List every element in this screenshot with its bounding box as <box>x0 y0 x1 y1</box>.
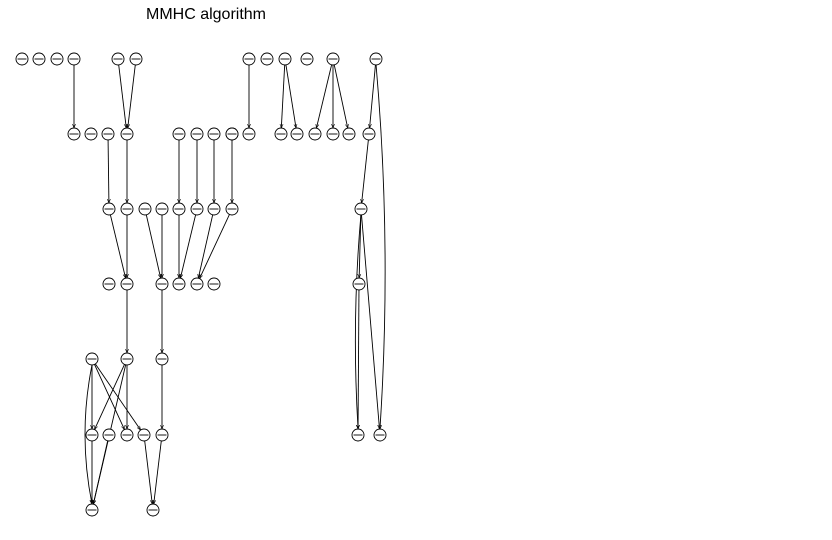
node-c4 <box>155 202 169 216</box>
node-a8 <box>260 52 274 66</box>
node-c1 <box>102 202 116 216</box>
edge-e4-f7 <box>361 214 380 429</box>
node-b14 <box>326 127 340 141</box>
node-g2 <box>146 503 160 517</box>
node-d3 <box>155 277 169 291</box>
node-f6 <box>351 428 365 442</box>
node-layer <box>15 52 387 517</box>
node-c3 <box>138 202 152 216</box>
node-a1 <box>15 52 29 66</box>
node-b1 <box>67 127 81 141</box>
node-f2 <box>102 428 116 442</box>
node-c8 <box>225 202 239 216</box>
node-a12 <box>369 52 383 66</box>
node-b5 <box>172 127 186 141</box>
node-c2 <box>120 202 134 216</box>
edge-c6-d4 <box>180 214 197 278</box>
edge-b3-c1 <box>108 139 109 203</box>
node-b12 <box>290 127 304 141</box>
node-a4 <box>67 52 81 66</box>
node-d5 <box>190 277 204 291</box>
node-c6 <box>190 202 204 216</box>
chart-title: MMHC algorithm <box>145 6 266 23</box>
edge-e2-f1 <box>94 364 125 429</box>
node-a7 <box>242 52 256 66</box>
edge-f5-g2 <box>154 440 162 504</box>
node-b3 <box>101 127 115 141</box>
node-e3 <box>155 352 169 366</box>
edge-c3-d3 <box>145 214 160 278</box>
edge-c8-d5 <box>199 214 230 278</box>
edge-e4-e5 <box>359 214 362 278</box>
node-b13 <box>308 127 322 141</box>
node-d4 <box>172 277 186 291</box>
node-d2 <box>120 277 134 291</box>
node-b6 <box>190 127 204 141</box>
node-e1 <box>85 352 99 366</box>
node-b7 <box>207 127 221 141</box>
node-c7 <box>207 202 221 216</box>
edge-a12-f7 <box>375 64 386 429</box>
node-f1 <box>85 428 99 442</box>
node-g1 <box>85 503 99 517</box>
edge-a9-b11 <box>281 64 286 128</box>
edge-b16-e4 <box>362 139 369 203</box>
node-d1 <box>102 277 116 291</box>
node-f4 <box>137 428 151 442</box>
edge-a11-b13 <box>316 64 333 128</box>
node-b4 <box>120 127 134 141</box>
edge-c1-d2 <box>109 214 125 278</box>
node-e2 <box>120 352 134 366</box>
node-a11 <box>326 52 340 66</box>
node-b10 <box>242 127 256 141</box>
edge-a9-b12 <box>285 64 296 128</box>
node-a9 <box>278 52 292 66</box>
node-a3 <box>50 52 64 66</box>
edge-c7-d5 <box>198 214 214 278</box>
node-a2 <box>32 52 46 66</box>
node-f3 <box>120 428 134 442</box>
node-b11 <box>274 127 288 141</box>
node-f7 <box>373 428 387 442</box>
edge-e5-f6 <box>358 289 359 429</box>
node-a5 <box>111 52 125 66</box>
node-d6 <box>207 277 221 291</box>
edge-a12-b16 <box>370 64 376 128</box>
node-b16 <box>362 127 376 141</box>
node-e5 <box>352 277 366 291</box>
edge-f4-g2 <box>144 440 153 504</box>
node-b9 <box>225 127 239 141</box>
node-e4 <box>354 202 368 216</box>
edge-a5-b4 <box>118 64 127 128</box>
edge-e4-f6 <box>354 214 362 429</box>
node-a6 <box>129 52 143 66</box>
edge-a11-b15 <box>333 64 347 128</box>
node-a10 <box>300 52 314 66</box>
edge-a6-b4 <box>128 64 136 128</box>
edge-f2-g1 <box>93 440 109 504</box>
node-c5 <box>172 202 186 216</box>
node-b15 <box>342 127 356 141</box>
edge-e1-g1 <box>84 364 92 504</box>
node-b2 <box>84 127 98 141</box>
edge-layer <box>74 64 386 504</box>
node-f5 <box>155 428 169 442</box>
